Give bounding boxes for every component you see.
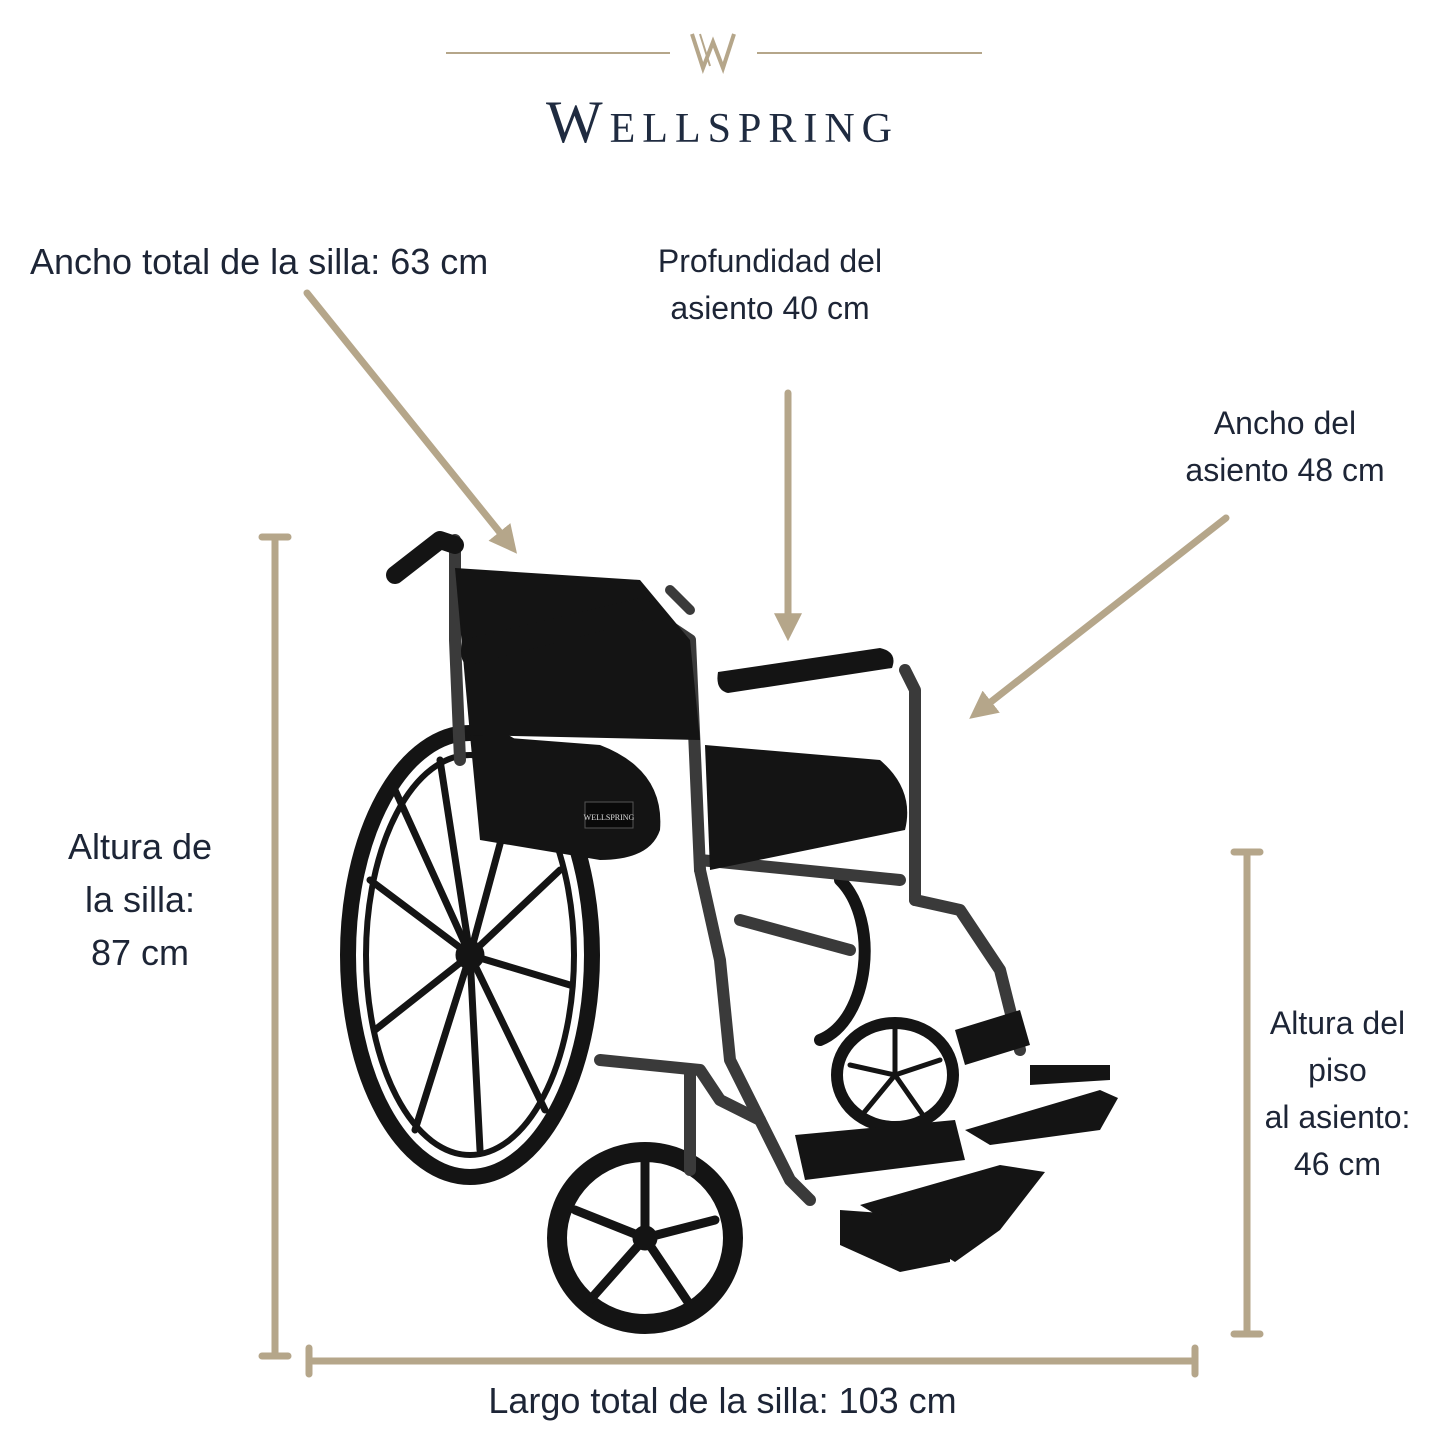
label-floor-to-seat: Altura del piso al asiento: 46 cm xyxy=(1250,1000,1425,1188)
chair-badge xyxy=(584,801,634,829)
dimension-arrows xyxy=(258,289,1264,1378)
logo-rule-left xyxy=(446,52,670,54)
label-floor-line2: piso xyxy=(1308,1052,1367,1088)
label-floor-line1: Altura del xyxy=(1269,1005,1406,1041)
label-floor-line3: al asiento: xyxy=(1264,1099,1411,1135)
label-total-length: Largo total de la silla: 103 cm xyxy=(0,1377,1445,1424)
label-seat-depth: Profundidad del asiento 40 cm xyxy=(620,238,920,332)
logo-rule-right xyxy=(757,52,982,54)
label-seat-width-line1: Ancho del xyxy=(1213,405,1357,441)
arrow-seat-width xyxy=(969,514,1230,719)
label-seat-width-line2: asiento 48 cm xyxy=(1185,452,1385,488)
logo-monogram xyxy=(690,33,736,74)
label-seat-depth-line2: asiento 40 cm xyxy=(670,290,870,326)
label-seat-depth-line1: Profundidad del xyxy=(657,243,883,279)
label-chair-height-line3: 87 cm xyxy=(90,932,190,973)
label-total-length-text: Largo total de la silla: 103 cm xyxy=(488,1380,957,1421)
chair-badge-text: WELLSPRING xyxy=(584,813,635,822)
label-total-width: Ancho total de la silla: 63 cm xyxy=(30,238,488,285)
label-total-width-text: Ancho total de la silla: 63 cm xyxy=(30,241,489,282)
label-chair-height-line1: Altura de xyxy=(67,826,213,867)
brand-name: Wellspring xyxy=(546,89,899,155)
label-floor-line4: 46 cm xyxy=(1293,1146,1382,1182)
arrow-total-width xyxy=(303,289,518,554)
label-seat-width: Ancho del asiento 48 cm xyxy=(1150,400,1420,494)
label-chair-height-line2: la silla: xyxy=(84,879,196,920)
wheelchair-upholstery xyxy=(455,568,1118,1272)
label-chair-height: Altura de la silla: 87 cm xyxy=(40,820,240,979)
